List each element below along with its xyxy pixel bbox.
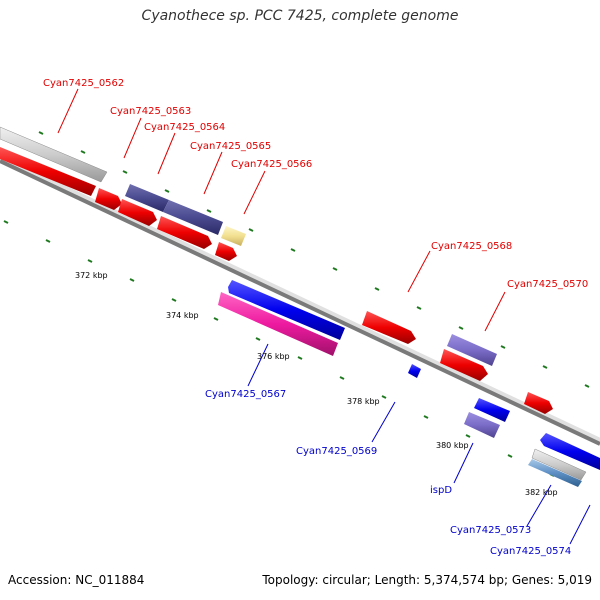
gene-bar-cyan7425-0567[interactable] xyxy=(218,292,338,356)
genome-backbone xyxy=(0,155,600,446)
gene-bar-blue-2[interactable] xyxy=(408,364,421,378)
scale-label-372: 372 kbp xyxy=(75,271,108,280)
scale-label-376: 376 kbp xyxy=(257,352,290,361)
gene-bar-cyan7425-0562[interactable] xyxy=(0,126,108,183)
gene-label-cyan7425-0565[interactable]: Cyan7425_0565 xyxy=(190,141,271,152)
gene-bar-blue-1[interactable] xyxy=(228,280,345,340)
gene-label-cyan7425-0569[interactable]: Cyan7425_0569 xyxy=(296,446,377,457)
gene-bar-red-3[interactable] xyxy=(118,199,157,226)
gene-bar-red-4[interactable] xyxy=(157,216,212,249)
gene-label-cyan7425-0574[interactable]: Cyan7425_0574 xyxy=(490,546,571,557)
gene-bar-cyan7425-0566[interactable] xyxy=(221,226,246,246)
leader-lines-bottom xyxy=(247,343,591,545)
scale-ticks-upper xyxy=(38,131,590,388)
scale-label-378: 378 kbp xyxy=(347,397,380,406)
gene-bar-red-5[interactable] xyxy=(215,242,237,261)
gene-bar-cyan7425-0573[interactable] xyxy=(531,448,587,481)
gene-bar-red-1[interactable] xyxy=(0,147,96,196)
scale-label-382: 382 kbp xyxy=(525,488,558,497)
gene-bar-cyan7425-0574[interactable] xyxy=(528,459,582,487)
gene-label-cyan7425-0570[interactable]: Cyan7425_0570 xyxy=(507,279,588,290)
accession-text: Accession: NC_011884 xyxy=(8,573,145,587)
gene-bar-blue-3[interactable] xyxy=(474,398,510,422)
gene-label-ispd[interactable]: ispD xyxy=(430,485,452,496)
scale-label-374: 374 kbp xyxy=(166,311,199,320)
gene-bar-red-8[interactable] xyxy=(524,392,553,414)
scale-ticks-lower xyxy=(3,220,555,477)
gene-label-cyan7425-0562[interactable]: Cyan7425_0562 xyxy=(43,78,124,89)
gene-bar-cyan7425-0564[interactable] xyxy=(163,200,223,235)
leader-lines-top xyxy=(57,88,506,332)
gene-bar-red-7[interactable] xyxy=(440,349,488,381)
gene-bar-ispd[interactable] xyxy=(464,412,500,438)
map-title: Cyanothece sp. PCC 7425, complete genome xyxy=(141,8,459,24)
gene-bar-blue-4[interactable] xyxy=(540,433,600,470)
gene-label-cyan7425-0568[interactable]: Cyan7425_0568 xyxy=(431,241,512,252)
scale-label-380: 380 kbp xyxy=(436,441,469,450)
gene-label-cyan7425-0566[interactable]: Cyan7425_0566 xyxy=(231,159,312,170)
gene-label-cyan7425-0567[interactable]: Cyan7425_0567 xyxy=(205,389,286,400)
gene-bar-red-6[interactable] xyxy=(362,311,416,344)
gene-label-cyan7425-0573[interactable]: Cyan7425_0573 xyxy=(450,525,531,536)
gene-label-cyan7425-0563[interactable]: Cyan7425_0563 xyxy=(110,106,191,117)
gene-bar-cyan7425-0568[interactable] xyxy=(447,334,497,366)
gene-label-cyan7425-0564[interactable]: Cyan7425_0564 xyxy=(144,122,225,133)
gene-bar-red-2[interactable] xyxy=(95,188,122,210)
genome-summary-text: Topology: circular; Length: 5,374,574 bp… xyxy=(262,573,592,587)
gene-bar-cyan7425-0563[interactable] xyxy=(125,184,169,212)
